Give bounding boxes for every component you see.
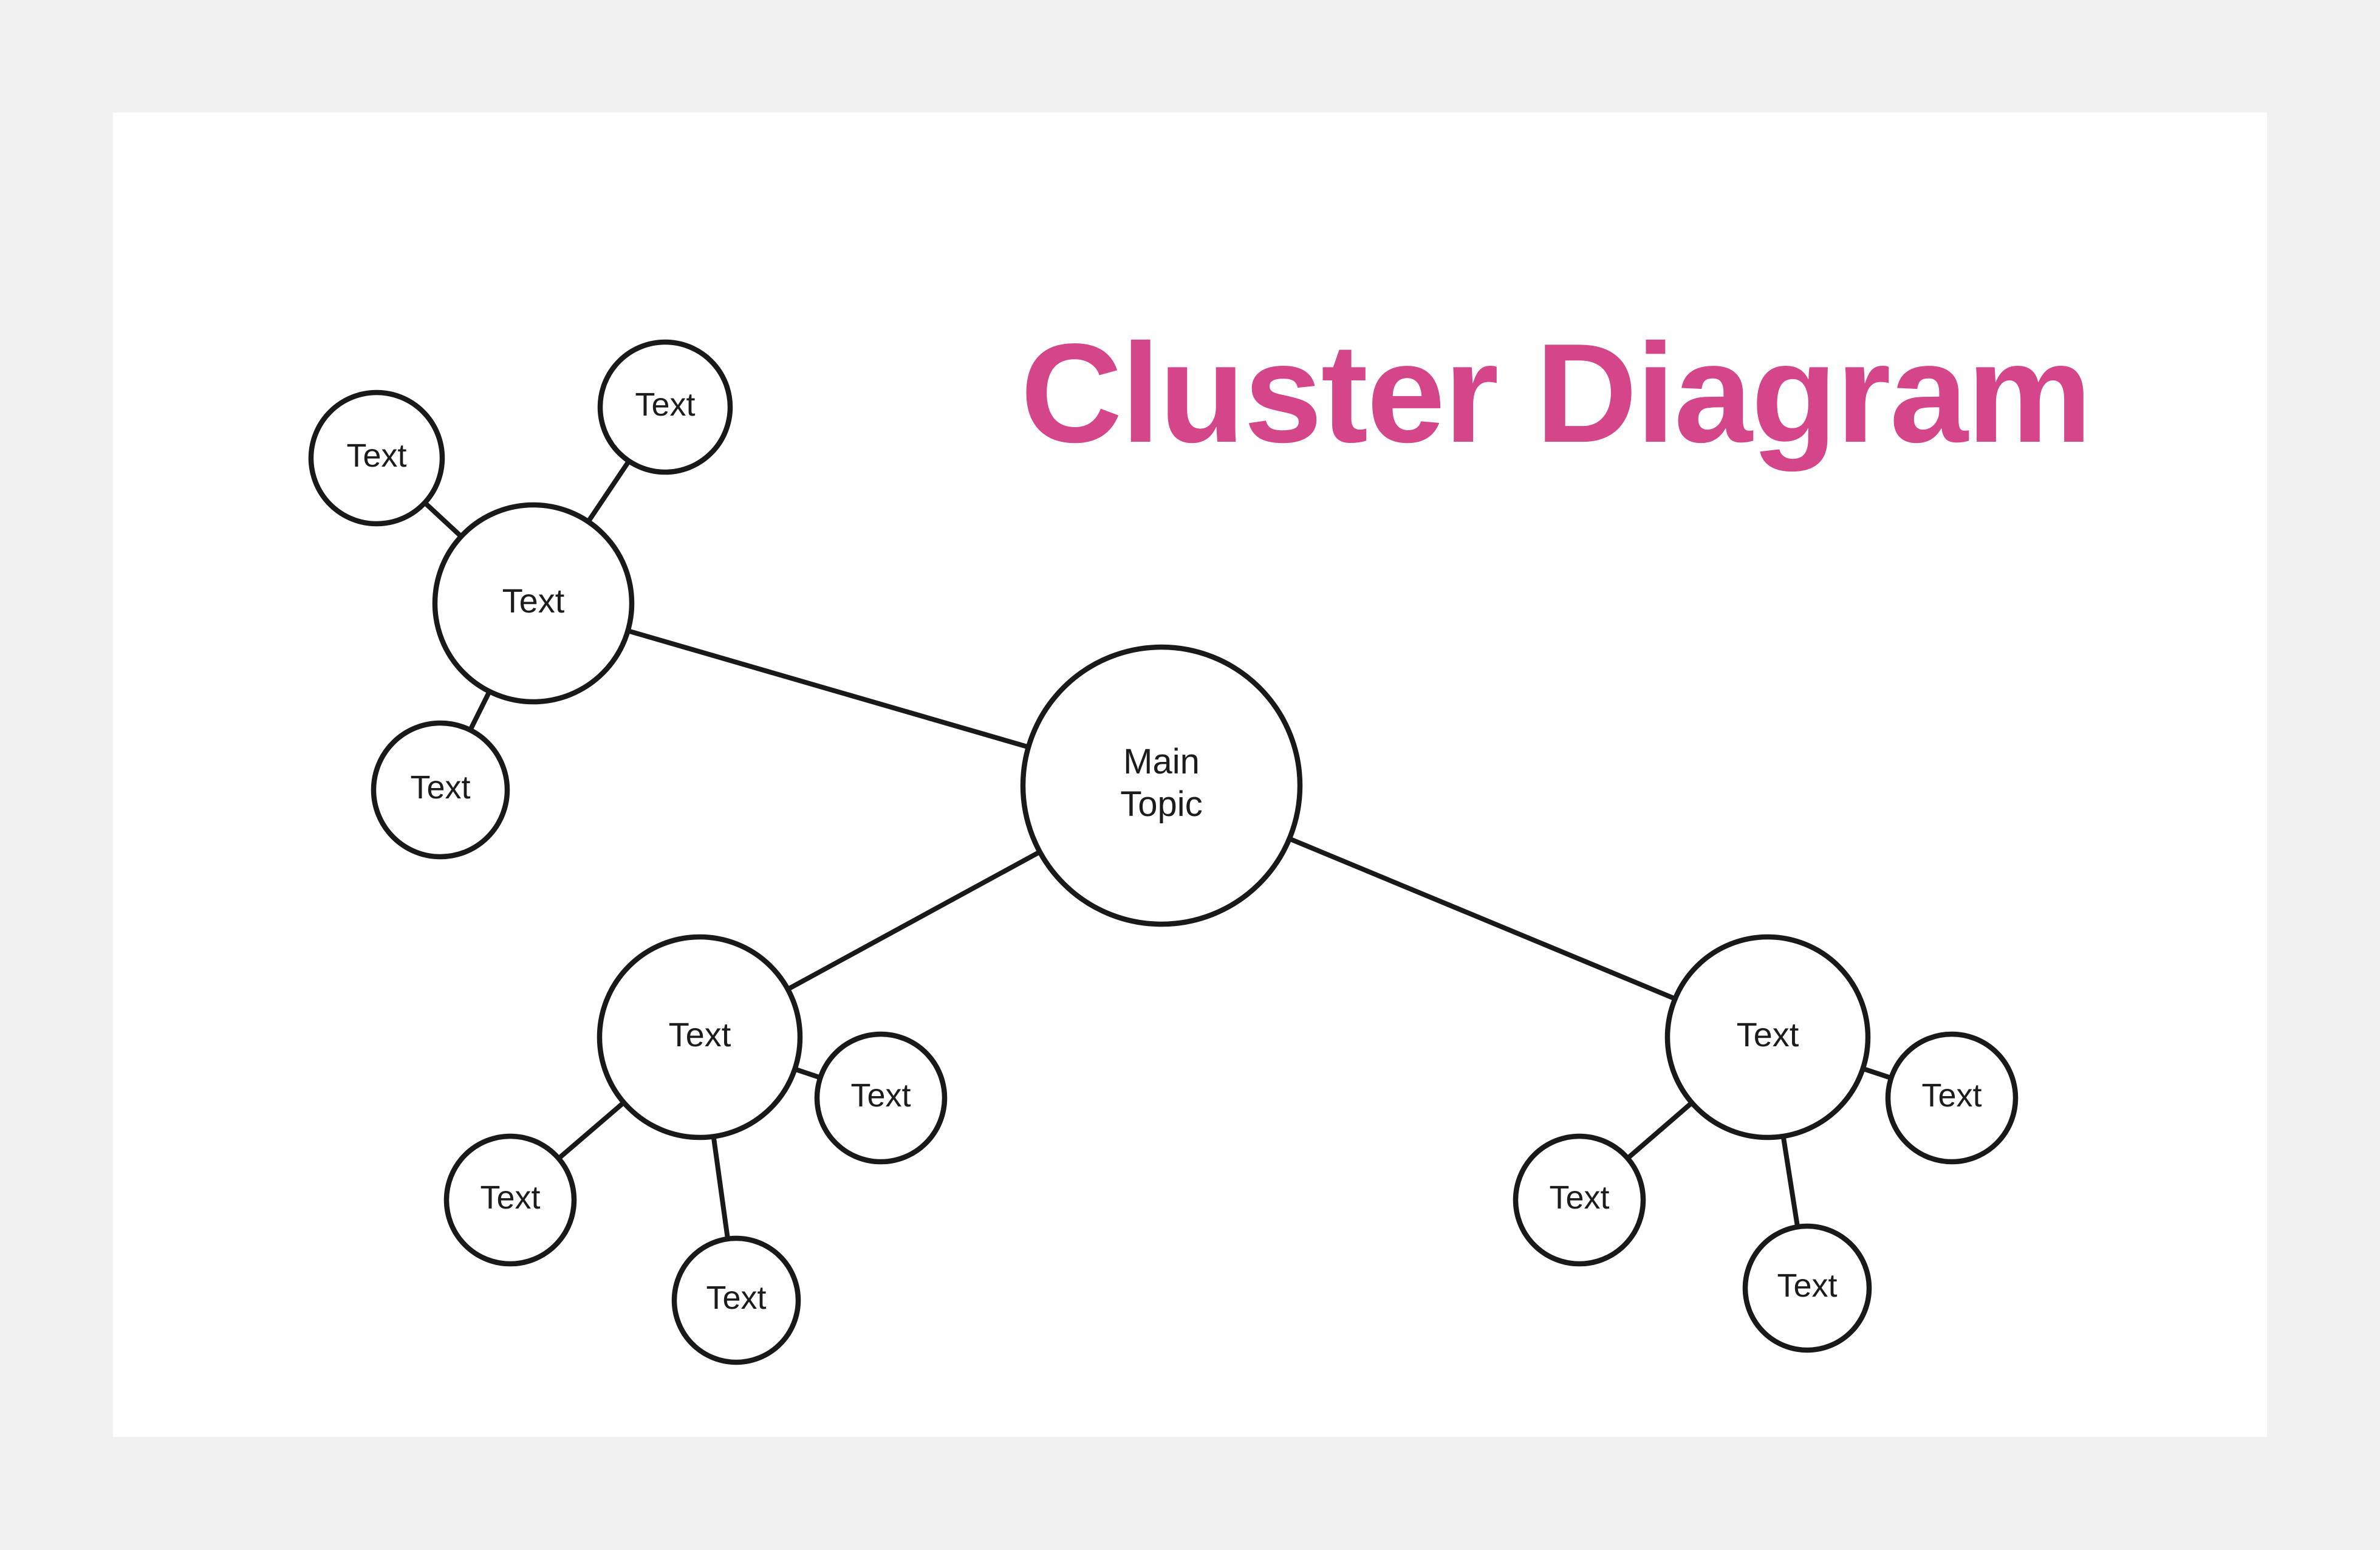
node-h1s2[interactable]: Text	[597, 339, 733, 475]
edge-h1-h1s3	[467, 687, 493, 735]
node-label-h1: Text	[502, 581, 565, 620]
node-circle-h3[interactable]	[1664, 934, 1871, 1140]
edge-h2-h2s2	[790, 1066, 825, 1081]
node-h3s3[interactable]: Text	[1742, 1223, 1872, 1353]
node-h2s1[interactable]: Text	[443, 1133, 577, 1267]
node-label-h1s2: Text	[635, 386, 695, 423]
node-circle-h1s3[interactable]	[371, 720, 510, 860]
node-h3[interactable]: Text	[1664, 934, 1871, 1140]
node-circle-h3s1[interactable]	[1513, 1133, 1646, 1267]
edges-layer	[421, 457, 1896, 1243]
node-circle-h1[interactable]	[432, 502, 635, 705]
node-label-h3s1: Text	[1549, 1179, 1609, 1216]
node-circle-h2s1[interactable]	[443, 1133, 577, 1267]
node-h2[interactable]: Text	[597, 934, 803, 1140]
node-circle-h2[interactable]	[597, 934, 803, 1140]
node-h1s3[interactable]: Text	[371, 720, 510, 860]
node-circle-h1s1[interactable]	[308, 389, 445, 527]
edge-h2-h2s1	[555, 1099, 628, 1162]
node-label-h2s2: Text	[850, 1077, 911, 1114]
node-circle-h3s3[interactable]	[1742, 1223, 1872, 1353]
node-circle-h2s3[interactable]	[671, 1235, 801, 1365]
node-label-h3s2: Text	[1921, 1077, 1982, 1114]
node-h3s2[interactable]: Text	[1885, 1031, 2019, 1165]
node-label-h2s1: Text	[480, 1179, 540, 1216]
node-label-h2s3: Text	[706, 1280, 766, 1316]
node-h2s3[interactable]: Text	[671, 1235, 801, 1365]
edge-h2-h2s3	[711, 1132, 731, 1243]
node-h1[interactable]: Text	[432, 502, 635, 705]
node-circle-h1s2[interactable]	[597, 339, 733, 475]
edge-main-h2	[784, 848, 1044, 993]
edge-h3-h3s2	[1858, 1065, 1896, 1082]
edge-h1-h1s2	[584, 457, 633, 526]
edge-h3-h3s1	[1624, 1099, 1696, 1162]
node-label-h3: Text	[1737, 1015, 1799, 1054]
edge-h1-h1s1	[421, 499, 465, 540]
page-title: Cluster Diagram	[1021, 315, 2092, 472]
node-label-h1s1: Text	[346, 437, 406, 474]
edge-main-h3	[1285, 835, 1680, 1002]
node-h1s1[interactable]: Text	[308, 389, 445, 527]
node-h3s1[interactable]: Text	[1513, 1133, 1646, 1267]
node-label-h2: Text	[669, 1015, 731, 1054]
node-label-h3s3: Text	[1777, 1267, 1837, 1304]
node-circle-h3s2[interactable]	[1885, 1031, 2019, 1165]
node-circle-main[interactable]	[1020, 644, 1303, 927]
edge-h3-h3s3	[1780, 1132, 1800, 1232]
node-label-h1s3: Text	[410, 769, 470, 806]
edge-main-h1	[623, 628, 1033, 750]
node-circle-h2s2[interactable]	[814, 1031, 948, 1165]
node-h2s2[interactable]: Text	[814, 1031, 948, 1165]
